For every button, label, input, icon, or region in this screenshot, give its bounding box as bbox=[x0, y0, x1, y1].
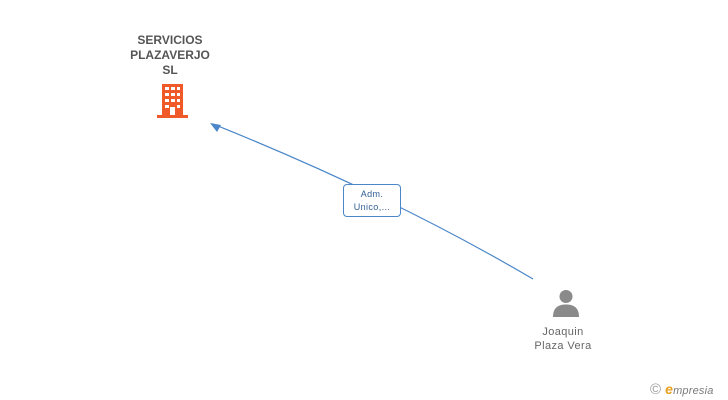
empresia-watermark: © empresia bbox=[650, 380, 714, 398]
company-name-line-3: SL bbox=[162, 63, 178, 77]
brand-rest: mpresia bbox=[673, 385, 714, 397]
relation-label-line-2: Unico,... bbox=[353, 202, 391, 212]
relation-label-line-1: Adm. bbox=[360, 189, 384, 199]
company-name: SERVICIOS PLAZAVERJO SL bbox=[110, 33, 230, 78]
person-name: Joaquin Plaza Vera bbox=[513, 325, 613, 353]
copyright-icon: © bbox=[650, 380, 662, 398]
arrow-head-icon bbox=[210, 123, 221, 132]
brand-logo: empresia bbox=[665, 381, 714, 397]
person-icon bbox=[553, 290, 579, 317]
brand-initial: e bbox=[665, 381, 674, 397]
person-name-line-2: Plaza Vera bbox=[534, 340, 592, 352]
company-name-line-1: SERVICIOS bbox=[137, 33, 203, 47]
relation-label[interactable]: Adm. Unico,... bbox=[343, 184, 401, 217]
person-name-line-1: Joaquin bbox=[542, 326, 584, 338]
company-name-line-2: PLAZAVERJO bbox=[130, 48, 210, 62]
building-icon bbox=[157, 84, 188, 118]
